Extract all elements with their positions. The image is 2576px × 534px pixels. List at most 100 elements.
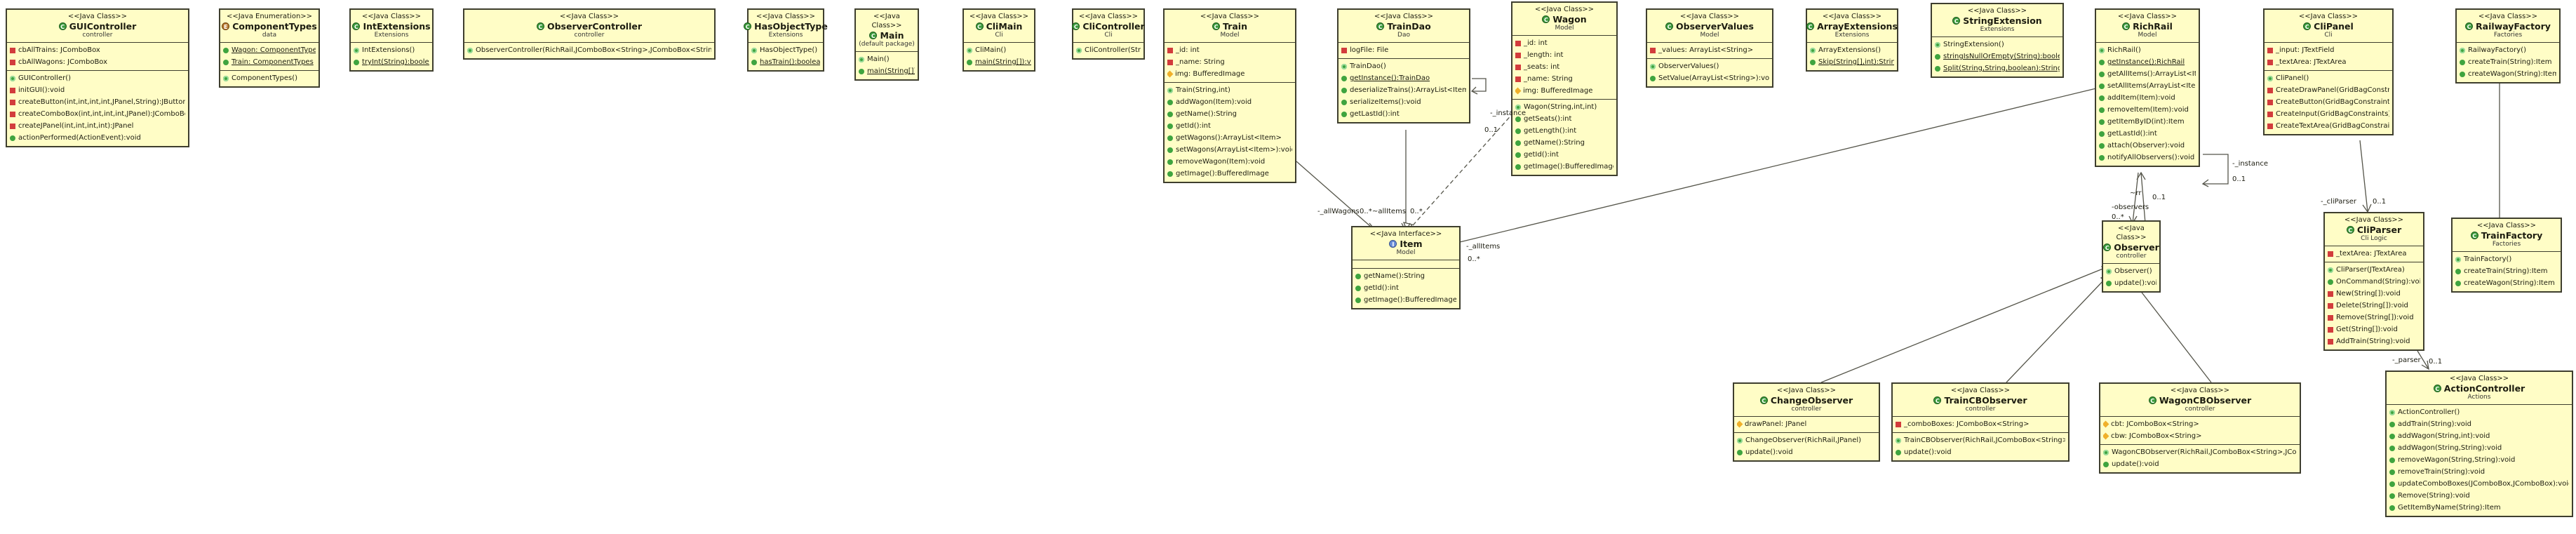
member-row[interactable]: ChangeObserver(RichRail,JPanel) — [1737, 434, 1876, 446]
member-row[interactable]: img: BufferedImage — [1167, 68, 1292, 80]
member-row[interactable]: CreateInput(GridBagConstraints):void — [2267, 108, 2389, 120]
member-row[interactable]: tryInt(String):boolean — [354, 56, 429, 68]
member-row[interactable]: drawPanel: JPanel — [1737, 418, 1876, 430]
member-row[interactable]: initGUI():void — [10, 84, 185, 96]
member-row[interactable]: HasObjectType() — [751, 44, 820, 56]
member-row[interactable]: createWagon(String):Item — [2455, 277, 2558, 289]
member-row[interactable]: CreateButton(GridBagConstraints):void — [2267, 96, 2389, 108]
member-row[interactable]: removeWagon(Item):void — [1167, 156, 1292, 168]
member-row[interactable]: CreateDrawPanel(GridBagConstraints):void — [2267, 84, 2389, 96]
member-row[interactable]: _seats: int — [1515, 61, 1614, 73]
member-row[interactable]: serializeItems():void — [1341, 96, 1466, 108]
member-row[interactable]: getAllItems():ArrayList<Item> — [2099, 68, 2196, 80]
member-row[interactable]: _name: String — [1515, 73, 1614, 85]
member-row[interactable]: attach(Observer):void — [2099, 140, 2196, 152]
member-row[interactable]: stringIsNullOrEmpty(String):boolean — [1935, 51, 2060, 62]
member-row[interactable]: TrainCBObserver(RichRail,JComboBox<Strin… — [1896, 434, 2065, 446]
member-row[interactable]: createComboBox(int,int,int,int,JPanel):J… — [10, 108, 185, 120]
member-row[interactable]: addItem(Item):void — [2099, 92, 2196, 104]
member-row[interactable]: cbAllTrains: JComboBox — [10, 44, 185, 56]
member-row[interactable]: getName():String — [1355, 270, 1456, 282]
member-row[interactable]: ObserverValues() — [1650, 60, 1769, 72]
member-row[interactable]: Split(String,String,boolean):String[] — [1935, 62, 2060, 74]
member-row[interactable]: GetItemByName(String):Item — [2389, 502, 2569, 514]
member-row[interactable]: _name: String — [1167, 56, 1292, 68]
member-row[interactable]: Observer() — [2106, 265, 2156, 277]
member-row[interactable]: Get(String[]):void — [2328, 323, 2420, 335]
member-row[interactable]: getLastId():int — [2099, 128, 2196, 140]
member-row[interactable]: _comboBoxes: JComboBox<String> — [1896, 418, 2065, 430]
member-row[interactable]: update():void — [1896, 446, 2065, 458]
member-row[interactable]: ActionController() — [2389, 406, 2569, 418]
member-row[interactable]: CliMain() — [967, 44, 1031, 56]
member-row[interactable]: getName():String — [1167, 108, 1292, 120]
member-row[interactable]: getName():String — [1515, 137, 1614, 149]
member-row[interactable]: Skip(String[],int):String[] — [1810, 56, 1894, 68]
member-row[interactable]: removeTrain(String):void — [2389, 466, 2569, 478]
member-row[interactable]: Wagon: ComponentTypes — [223, 44, 316, 56]
member-row[interactable]: updateComboBoxes(JComboBox,JComboBox):vo… — [2389, 478, 2569, 490]
member-row[interactable]: _id: int — [1167, 44, 1292, 56]
member-row[interactable]: getImage():BufferedImage — [1167, 168, 1292, 180]
member-row[interactable]: ArrayExtensions() — [1810, 44, 1894, 56]
member-row[interactable]: ComponentTypes() — [223, 72, 316, 84]
member-row[interactable]: Wagon(String,int,int) — [1515, 101, 1614, 113]
member-row[interactable]: _textArea: JTextArea — [2267, 56, 2389, 68]
member-row[interactable]: RichRail() — [2099, 44, 2196, 56]
member-row[interactable]: CliController(String) — [1076, 44, 1141, 56]
member-row[interactable]: Delete(String[]):void — [2328, 300, 2420, 312]
member-row[interactable]: Remove(String):void — [2389, 490, 2569, 502]
member-row[interactable]: _values: ArrayList<String> — [1650, 44, 1769, 56]
member-row[interactable]: getImage():BufferedImage — [1355, 294, 1456, 306]
member-row[interactable]: TrainFactory() — [2455, 253, 2558, 265]
member-row[interactable]: addWagon(String,String):void — [2389, 442, 2569, 454]
member-row[interactable]: getLastId():int — [1341, 108, 1466, 120]
member-row[interactable]: addWagon(Item):void — [1167, 96, 1292, 108]
member-row[interactable]: CliPanel() — [2267, 72, 2389, 84]
member-row[interactable]: main(String[]):void — [859, 65, 915, 77]
member-row[interactable]: getInstance():RichRail — [2099, 56, 2196, 68]
member-row[interactable]: getItemByID(int):Item — [2099, 116, 2196, 128]
member-row[interactable]: createTrain(String):Item — [2455, 265, 2558, 277]
member-row[interactable]: getInstance():TrainDao — [1341, 72, 1466, 84]
member-row[interactable]: _length: int — [1515, 49, 1614, 61]
member-row[interactable]: hasTrain():boolean — [751, 56, 820, 68]
member-row[interactable]: main(String[]):void — [967, 56, 1031, 68]
member-row[interactable]: setWagons(ArrayList<Item>):void — [1167, 144, 1292, 156]
member-row[interactable]: getImage():BufferedImage — [1515, 161, 1614, 173]
member-row[interactable]: removeItem(Item):void — [2099, 104, 2196, 116]
member-row[interactable]: cbt: JComboBox<String> — [2103, 418, 2297, 430]
member-row[interactable]: addWagon(String,int):void — [2389, 430, 2569, 442]
member-row[interactable]: createWagon(String):Item — [2460, 68, 2556, 80]
member-row[interactable]: SetValue(ArrayList<String>):void — [1650, 72, 1769, 84]
member-row[interactable]: addTrain(String):void — [2389, 418, 2569, 430]
member-row[interactable]: RailwayFactory() — [2460, 44, 2556, 56]
member-row[interactable]: WagonCBObserver(RichRail,JComboBox<Strin… — [2103, 446, 2297, 458]
member-row[interactable]: getId():int — [1515, 149, 1614, 161]
member-row[interactable]: Remove(String[]):void — [2328, 312, 2420, 323]
member-row[interactable]: getId():int — [1167, 120, 1292, 132]
member-row[interactable]: AddTrain(String):void — [2328, 335, 2420, 347]
member-row[interactable]: update():void — [2106, 277, 2156, 289]
member-row[interactable]: Train: ComponentTypes — [223, 56, 316, 68]
